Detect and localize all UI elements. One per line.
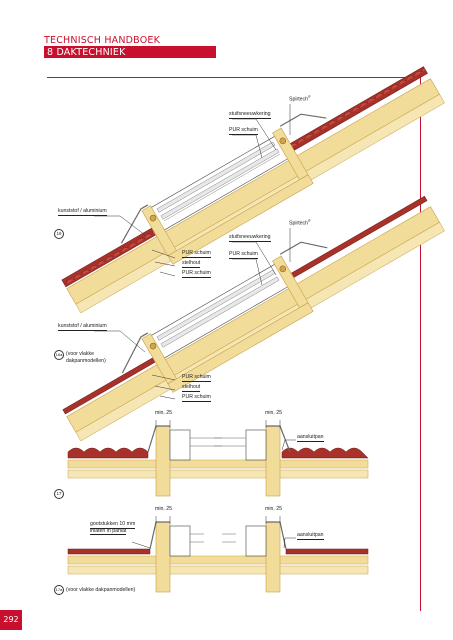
label-pur-schuim-b: PUR schuim — [182, 270, 211, 278]
label-min-25-right: min. 25 — [265, 410, 283, 416]
header-rule — [44, 46, 216, 47]
tiles-left — [67, 447, 149, 459]
header-band — [44, 47, 216, 58]
label-kunststof-aluminium: kunststof / aluminium — [58, 208, 107, 216]
figure-number-17a: 17a — [54, 585, 64, 595]
kerb-left — [155, 425, 171, 497]
figure-17-drawing — [67, 420, 369, 497]
caption-17a: (voor vlakke dakpanmodellen) — [66, 587, 136, 593]
label-kunststof-aluminium-2: kunststof / aluminium — [58, 323, 107, 331]
label-stuifsneeuwkering-2: stuifsneeuwkering — [229, 234, 271, 242]
page-number: 292 — [0, 610, 22, 630]
label-min-25-left: min. 25 — [155, 410, 173, 416]
label-aansluitpan-2: aansluitpan — [297, 532, 324, 540]
tiles-right — [281, 447, 369, 459]
label-min-25-right-2: min. 25 — [265, 506, 283, 512]
label-pur-schuim-a-2: PUR schuim — [182, 374, 211, 382]
label-pur-schuim-top: PUR schuim — [229, 127, 258, 135]
figure-number-16a: 16a — [54, 350, 64, 360]
label-pur-schuim-top-2: PUR schuim — [229, 251, 258, 259]
label-stelhout-2: stelhout — [182, 384, 201, 392]
flat-tiles-right — [285, 548, 369, 555]
flat-tiles-left — [67, 548, 151, 555]
label-spirtech: Spirtech® — [289, 95, 311, 103]
figure-number-16: 16 — [54, 229, 64, 239]
label-pur-schuim-a: PUR schuim — [182, 250, 211, 258]
label-stelhout: stelhout — [182, 260, 201, 268]
figure-number-17: 17 — [54, 489, 64, 499]
label-pur-schuim-b-2: PUR schuim — [182, 394, 211, 402]
flashing-upper — [279, 113, 327, 127]
label-spirtech-2: Spirtech® — [289, 219, 311, 227]
content-frame — [47, 77, 421, 611]
figure-16a-drawing — [62, 195, 445, 442]
kerb-right — [265, 425, 281, 497]
figure-17a-drawing — [67, 516, 369, 593]
label-aansluitpan: aansluitpan — [297, 434, 324, 442]
header-section: 8 DAKTECHNIEK — [47, 47, 126, 58]
header-title: TECHNISCH HANDBOEK — [44, 35, 161, 46]
label-min-25-left-2: min. 25 — [155, 506, 173, 512]
label-stuifsneeuwkering: stuifsneeuwkering — [229, 111, 271, 119]
figure-16-drawing — [61, 66, 445, 314]
flashing-lower — [120, 204, 149, 244]
